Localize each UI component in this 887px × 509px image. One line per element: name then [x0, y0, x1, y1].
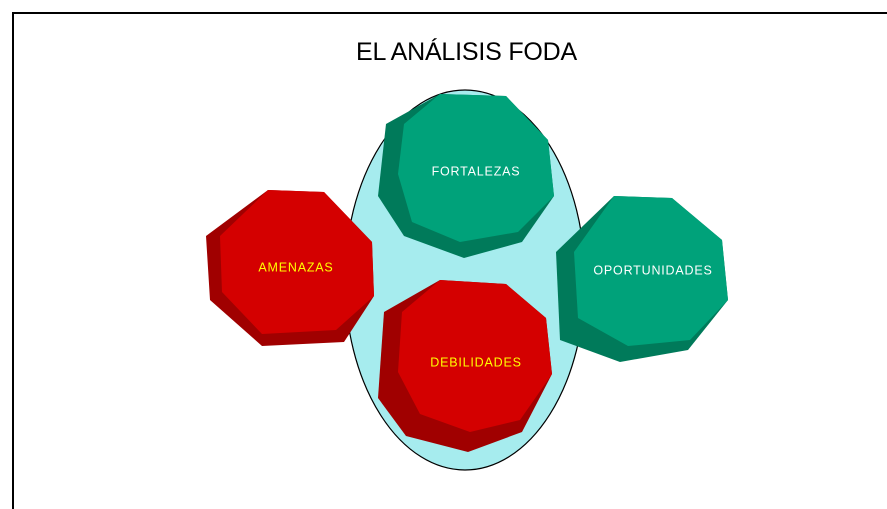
node-fortalezas: FORTALEZAS: [378, 94, 554, 258]
node-oportunidades: OPORTUNIDADES: [556, 196, 728, 362]
amenazas-label: AMENAZAS: [258, 260, 333, 274]
fortalezas-face: [398, 94, 554, 242]
oportunidades-label: OPORTUNIDADES: [593, 263, 712, 277]
debilidades-face: [398, 280, 552, 432]
fortalezas-label: FORTALEZAS: [432, 164, 521, 178]
slide-title: EL ANÁLISIS FODA: [356, 38, 577, 66]
node-amenazas: AMENAZAS: [206, 190, 374, 346]
oportunidades-face: [574, 196, 728, 346]
node-debilidades: DEBILIDADES: [378, 280, 552, 452]
amenazas-face: [220, 190, 374, 334]
debilidades-label: DEBILIDADES: [430, 355, 521, 369]
